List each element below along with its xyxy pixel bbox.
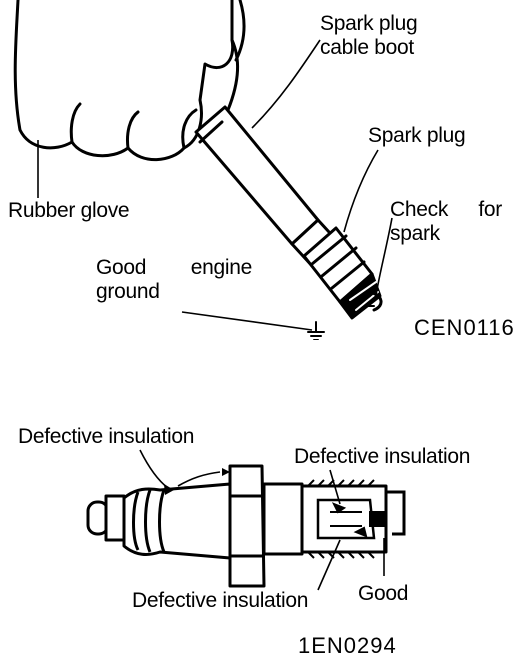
label-good: Good	[96, 256, 147, 279]
label-defective-insulation-right: Defective insulation	[294, 445, 471, 468]
label-cable-boot-line1: Spark plug	[320, 12, 418, 35]
label-defective-insulation-bottom: Defective insulation	[132, 589, 309, 612]
figure-code-top: CEN0116	[414, 315, 515, 340]
spark-test-illustration	[13, 0, 393, 340]
figure-code-bottom: 1EN0294	[298, 633, 397, 658]
label-spark: spark	[390, 222, 440, 245]
label-spark-plug: Spark plug	[368, 124, 466, 147]
label-defective-insulation-left: Defective insulation	[18, 425, 195, 448]
leader-cable-boot	[251, 39, 321, 129]
leader-defective-left-2	[177, 471, 221, 487]
label-ground: ground	[96, 280, 160, 303]
label-cable-boot-line2: cable boot	[320, 36, 414, 59]
leader-defective-bottom	[317, 539, 341, 591]
leader-check-spark	[375, 217, 393, 297]
leader-ground	[181, 311, 313, 331]
metal-shell	[262, 482, 304, 556]
ground-symbol	[307, 321, 325, 340]
label-check-for: Check for	[390, 198, 502, 222]
label-for: for	[478, 198, 502, 221]
center-insulator-core	[316, 498, 376, 540]
label-good: Good	[358, 582, 409, 605]
label-check: Check	[390, 198, 449, 221]
label-engine: engine	[190, 256, 253, 279]
leader-defective-left	[139, 449, 169, 489]
label-good-engine: Good engine	[96, 256, 252, 280]
center-electrode	[369, 511, 387, 527]
leader-defective-right	[329, 469, 341, 505]
ground-electrode	[386, 490, 406, 536]
rubber-glove-hand	[13, 0, 235, 162]
leader-spark-plug	[343, 149, 379, 233]
insulator	[122, 482, 232, 560]
label-rubber-glove: Rubber glove	[8, 199, 130, 222]
hex-nut	[228, 464, 266, 588]
